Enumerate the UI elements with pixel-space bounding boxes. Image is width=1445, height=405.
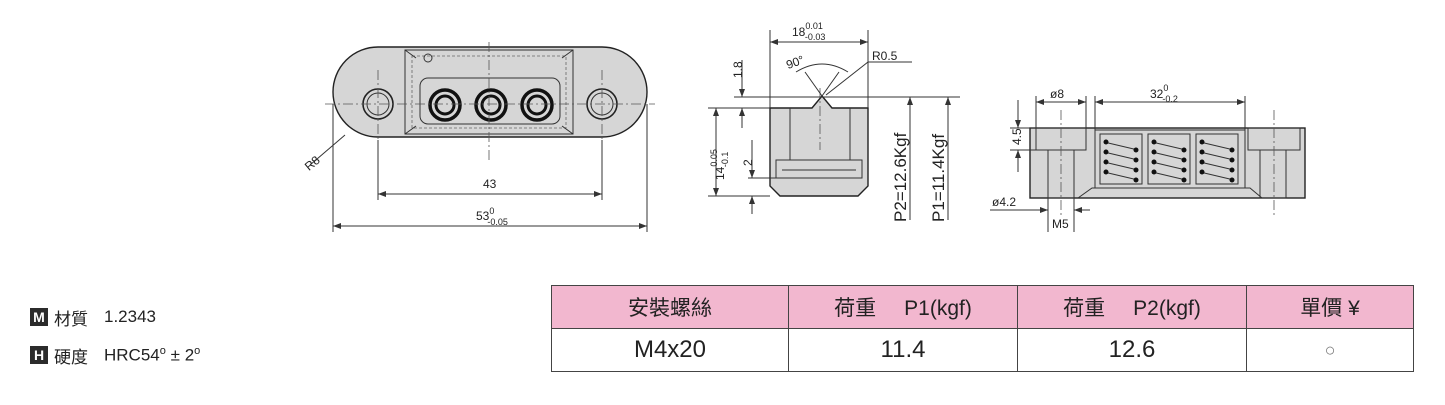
- force-p2-label: P2=12.6Kgf: [891, 132, 910, 222]
- height-label: 140.05-0.1: [709, 149, 730, 180]
- width-label: 180.01-0.03: [792, 21, 825, 42]
- hardness-row: H 硬度 HRC54o ± 2o: [30, 343, 200, 367]
- tip-height-label: 1.8: [731, 61, 745, 78]
- tip-angle-label: 90°: [784, 53, 806, 72]
- section-view: ø8 320-0.2 4.5 ø4.2 M5: [990, 83, 1306, 232]
- springs: [1099, 133, 1239, 185]
- cell-p2: 12.6: [1017, 328, 1247, 372]
- section-view-outline: [1029, 127, 1306, 199]
- material-icon: M: [30, 308, 48, 326]
- thread-label: M5: [1052, 217, 1069, 231]
- side-view: 180.01-0.03 90° R0.5 1.8 140.05-0.1 2 P2…: [708, 21, 960, 222]
- top-view: R8 43 530-0.05: [302, 42, 655, 232]
- material-label: 材質: [54, 309, 88, 329]
- hole-pitch-label: 43: [483, 177, 497, 191]
- radius-label: R8: [302, 153, 323, 174]
- spec-list: M 材質 1.2343 H 硬度 HRC54o ± 2o: [30, 305, 200, 381]
- cell-p1: 11.4: [788, 328, 1018, 372]
- force-p1-label: P1=11.4Kgf: [929, 134, 948, 222]
- spring-span-label: 320-0.2: [1150, 83, 1178, 104]
- header-price: 單價 ¥: [1246, 285, 1414, 329]
- groove-depth-label: 2: [741, 159, 755, 166]
- technical-drawing: R8 43 530-0.05 180.01-0.03 90°: [302, 21, 1306, 232]
- side-view-outline: [769, 94, 869, 197]
- hole-dia-label: ø4.2: [992, 195, 1016, 209]
- counterbore-depth-label: 4.5: [1010, 128, 1024, 145]
- cell-screw: M4x20: [551, 328, 789, 372]
- material-value: 1.2343: [104, 307, 156, 326]
- length-label: 530-0.05: [476, 206, 508, 227]
- counterbore-dia-label: ø8: [1050, 87, 1064, 101]
- edge-radius-label: R0.5: [872, 49, 898, 63]
- hardness-value: HRC54o ± 2o: [104, 344, 201, 365]
- material-row: M 材質 1.2343: [30, 305, 200, 329]
- plunger-row: [428, 88, 554, 122]
- cell-price: ○: [1246, 328, 1414, 372]
- hardness-label: 硬度: [54, 347, 88, 367]
- table-row: M4x20 11.4 12.6 ○: [551, 328, 1414, 372]
- hardness-icon: H: [30, 346, 48, 364]
- header-screw: 安裝螺絲: [551, 285, 789, 329]
